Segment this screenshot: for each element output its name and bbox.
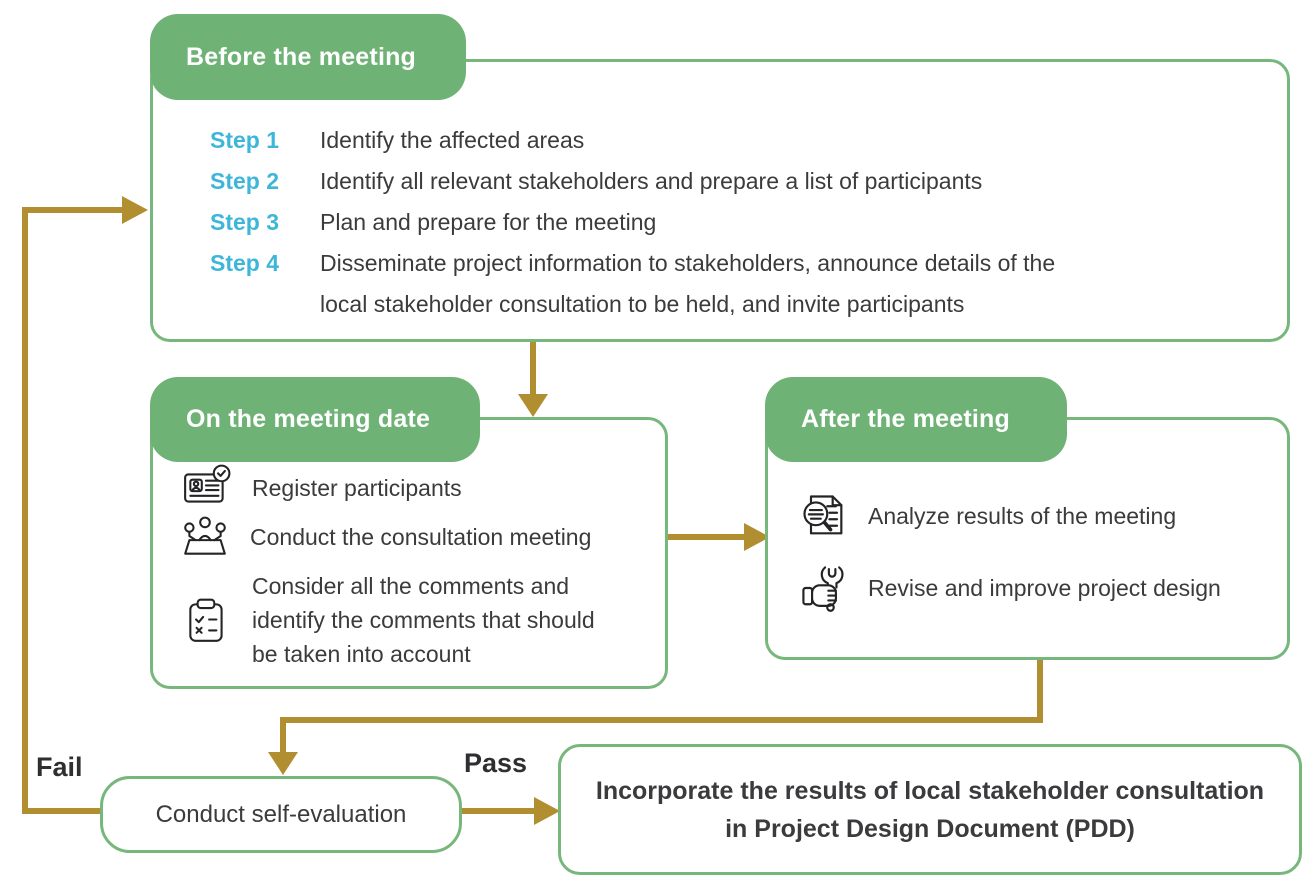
meeting-date-box	[150, 417, 668, 689]
revise-wrench-icon	[802, 566, 844, 612]
step-3-text: Plan and prepare for the meeting	[320, 209, 657, 235]
self-evaluation-box: Conduct self-evaluation	[100, 776, 462, 853]
step-3-label: Step 3	[210, 209, 280, 235]
connector-after-down-left	[280, 717, 286, 753]
meeting-date-header: On the meeting date	[150, 377, 480, 462]
step-row-2: Step 2 Identify all relevant stakeholder…	[210, 161, 1270, 202]
self-evaluation-text: Conduct self-evaluation	[155, 800, 407, 828]
step-2-text: Identify all relevant stakeholders and p…	[320, 168, 983, 194]
step-row-3: Step 3 Plan and prepare for the meeting	[210, 202, 1270, 243]
step-1-text: Identify the affected areas	[320, 127, 585, 153]
comments-checklist-item: Consider all the comments and identify t…	[182, 566, 595, 674]
before-meeting-title: Before the meeting	[186, 42, 417, 71]
analyze-results-item: Analyze results of the meeting	[798, 488, 1176, 544]
after-meeting-title: After the meeting	[801, 405, 1010, 433]
revise-project-text: Revise and improve project design	[868, 575, 1221, 601]
analyze-results-icon	[803, 495, 843, 535]
comments-checklist-icon	[189, 598, 223, 642]
fail-label: Fail	[36, 752, 83, 782]
connector-after-down	[1037, 659, 1043, 723]
after-meeting-header: After the meeting	[765, 377, 1067, 462]
step-row-1: Step 1 Identify the affected areas	[210, 120, 1270, 161]
step-2-label: Step 2	[210, 168, 280, 194]
before-meeting-header: Before the meeting	[150, 14, 466, 100]
consultation-meeting-icon	[184, 516, 226, 555]
before-meeting-box	[150, 59, 1290, 342]
arrowhead-into-before-box	[122, 196, 148, 224]
meeting-date-title: On the meeting date	[186, 405, 431, 433]
incorporate-results-text: Incorporate the results of local stakeho…	[595, 776, 1265, 843]
consultation-meeting-item: Conduct the consultation meeting	[180, 510, 591, 564]
step-1-label: Step 1	[210, 127, 280, 153]
step-4-text: Disseminate project information to stake…	[320, 250, 1056, 317]
connector-fail-horizontal-top	[22, 207, 122, 213]
register-participants-icon	[184, 464, 231, 503]
connector-after-horizontal	[280, 717, 1043, 723]
connector-during-to-after	[668, 534, 746, 540]
step-row-4: Step 4 Disseminate project information t…	[210, 243, 1270, 325]
step-4-label: Step 4	[210, 250, 280, 276]
incorporate-results-box: Incorporate the results of local stakeho…	[558, 744, 1302, 875]
connector-before-to-during	[530, 342, 536, 395]
arrowhead-into-incorporate-box	[534, 797, 560, 825]
connector-fail-vertical	[22, 207, 28, 814]
arrowhead-into-selfeval-box	[268, 752, 298, 775]
pass-label: Pass	[464, 748, 528, 778]
register-participants-text: Register participants	[252, 475, 462, 501]
before-meeting-steps: Step 1 Identify the affected areas Step …	[210, 120, 1270, 325]
arrowhead-into-during-box	[518, 394, 548, 417]
comments-checklist-text: Consider all the comments and identify t…	[252, 573, 595, 667]
revise-project-item: Revise and improve project design	[798, 560, 1221, 616]
analyze-results-text: Analyze results of the meeting	[868, 503, 1177, 529]
connector-fail-horizontal-bottom	[22, 808, 102, 814]
consultation-meeting-text: Conduct the consultation meeting	[250, 524, 592, 550]
register-participants-item: Register participants	[182, 462, 462, 514]
connector-pass	[462, 808, 536, 814]
